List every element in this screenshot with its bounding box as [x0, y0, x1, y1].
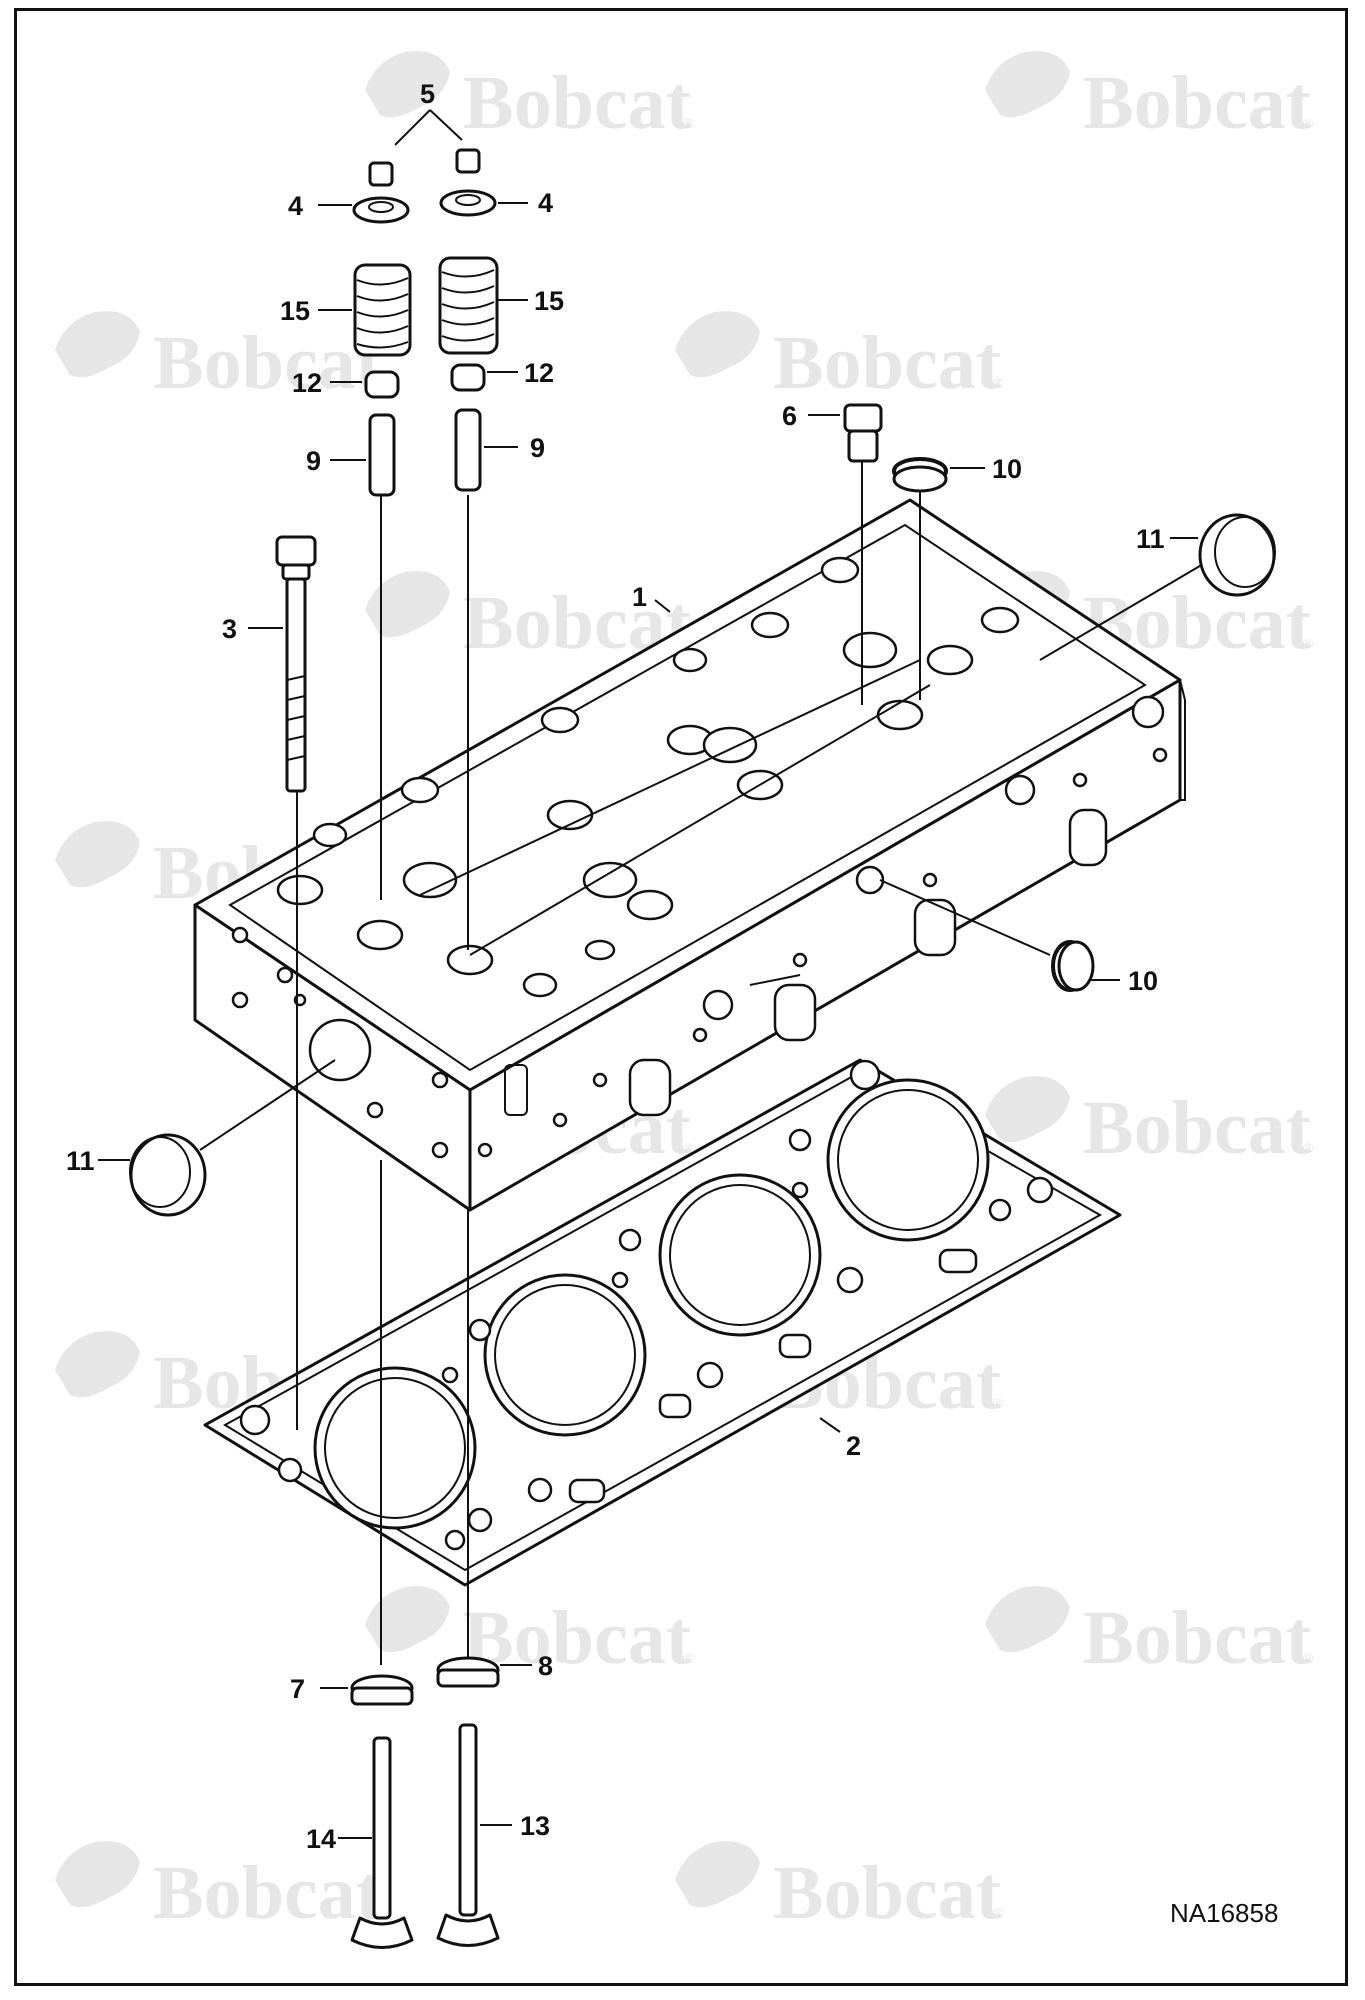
bobcat-logo-icon: [675, 1841, 760, 1908]
callout-11-right: 11: [1136, 524, 1165, 554]
callout-6: 6: [782, 401, 797, 431]
callout-13: 13: [520, 1811, 550, 1841]
bobcat-logo-icon: [55, 1841, 140, 1908]
stem-seal-left: [364, 370, 400, 399]
watermark-registered: ®: [1303, 1650, 1314, 1666]
callout-ticks: [98, 202, 1198, 1839]
cylinder-head[interactable]: [193, 498, 1186, 1212]
bobcat-watermark: Bobcat®: [55, 1841, 384, 1935]
callout-8: 8: [538, 1651, 553, 1681]
bobcat-logo-icon: [675, 311, 760, 378]
expansion-plug-right[interactable]: [1198, 513, 1276, 597]
bobcat-watermark: Bobcat®: [365, 571, 694, 665]
callout-2: 2: [846, 1431, 861, 1461]
bobcat-logo-icon: [365, 1586, 450, 1653]
callout-12-left: 12: [292, 368, 322, 398]
callout-7: 7: [290, 1674, 305, 1704]
watermark-registered: ®: [993, 1395, 1004, 1411]
valve-keeper-right: [455, 148, 481, 174]
head-bolt[interactable]: [275, 535, 317, 793]
bobcat-logo-icon: [55, 311, 140, 378]
callout-10-side: 10: [1128, 966, 1158, 996]
bobcat-watermark: Bobcat®: [985, 1586, 1314, 1680]
gasket-holes: [239, 1059, 1054, 1551]
bobcat-watermark: Bobcat®: [985, 51, 1314, 145]
watermark-brand: Bobcat: [1083, 1596, 1311, 1680]
watermark-brand: Bobcat: [773, 321, 1001, 405]
callout-12-right: 12: [524, 358, 554, 388]
watermark-registered: ®: [1303, 115, 1314, 131]
front-ports: [231, 926, 449, 1159]
callout-1: 1: [632, 582, 647, 612]
watermark-brand: Bobcat: [463, 61, 691, 145]
watermark-brand: Bobcat: [153, 1851, 381, 1935]
bobcat-watermark: Bobcat®: [985, 1076, 1314, 1170]
right-valve-stack[interactable]: [436, 148, 500, 1947]
callout-4-left: 4: [288, 191, 303, 221]
diagram-frame: [14, 8, 1348, 1986]
bobcat-logo-icon: [985, 1586, 1070, 1653]
bobcat-logo-icon: [55, 1331, 140, 1398]
expansion-plug-left[interactable]: [129, 1133, 207, 1217]
watermark-brand: Bobcat: [1083, 1086, 1311, 1170]
bobcat-logo-icon: [985, 51, 1070, 118]
callout-11-left: 11: [66, 1146, 95, 1176]
stem-seal-right: [450, 363, 486, 392]
valve-keeper-left: [368, 161, 394, 187]
side-ports: [477, 695, 1168, 1158]
head-gasket[interactable]: [203, 1058, 1122, 1587]
callout-3: 3: [222, 614, 237, 644]
watermark-brand: Bobcat: [773, 1851, 1001, 1935]
callout-14: 14: [306, 1824, 336, 1854]
bobcat-watermark: Bobcat®: [55, 311, 384, 405]
bobcat-logo-icon: [365, 51, 450, 118]
valve-guide-right: [454, 408, 482, 492]
callout-9-right: 9: [530, 433, 545, 463]
spring-retainer-right: [439, 189, 497, 217]
bobcat-logo-icon: [55, 821, 140, 888]
watermark-brand: Bobcat: [153, 321, 381, 405]
bobcat-watermark: Bobcat®: [675, 1841, 1004, 1935]
callout-5: 5: [420, 79, 435, 109]
bobcat-logo-icon: [365, 571, 450, 638]
valve-spring-right: [438, 256, 499, 355]
callout-10-top: 10: [992, 454, 1022, 484]
bobcat-watermark: Bobcat®: [675, 311, 1004, 405]
watermark-registered: ®: [683, 1650, 694, 1666]
valve-ports: [276, 556, 1020, 998]
watermark-brand: Bobcat: [1083, 61, 1311, 145]
callout-15-right: 15: [534, 286, 564, 316]
callout-15-left: 15: [280, 296, 310, 326]
valve-guide-left: [368, 413, 396, 497]
watermark-registered: ®: [1303, 635, 1314, 651]
watermark-registered: ®: [683, 1140, 694, 1156]
watermark-registered: ®: [993, 1905, 1004, 1921]
watermark-registered: ®: [1303, 1140, 1314, 1156]
figure-id: NA16858: [1170, 1898, 1278, 1928]
threaded-plug[interactable]: [843, 403, 883, 463]
bobcat-logo-icon: [985, 1076, 1070, 1143]
watermark-registered: ®: [993, 375, 1004, 391]
callout-4-right: 4: [538, 188, 553, 218]
left-valve-stack[interactable]: [350, 161, 414, 1949]
callouts: 5 4 4 15 15 12 12 9 9 3 6 10 11 1 10 11 …: [66, 79, 1165, 1854]
spring-retainer-left: [352, 196, 410, 224]
watermark-registered: ®: [683, 115, 694, 131]
assembly-lines: [199, 109, 1211, 1665]
valve-spring-left: [353, 263, 412, 357]
bobcat-watermark: Bobcat®: [365, 51, 694, 145]
valve-14: [350, 1736, 414, 1949]
callout-9-left: 9: [306, 446, 321, 476]
valve-13: [436, 1723, 500, 1947]
